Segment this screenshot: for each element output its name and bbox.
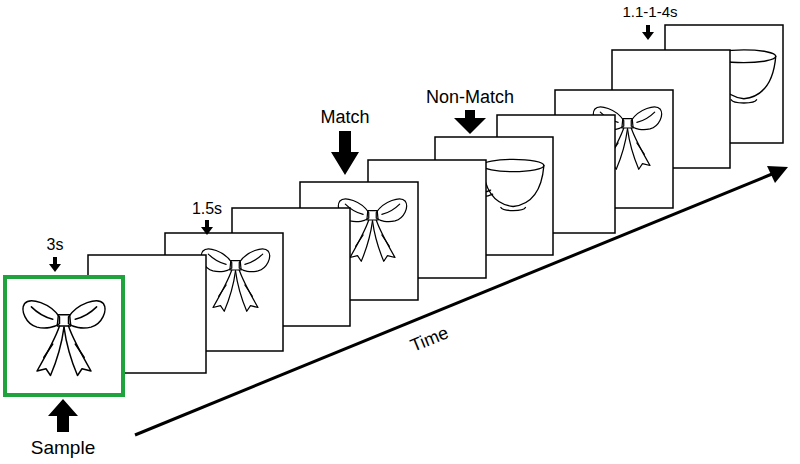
trial-label: Non-Match [426,88,514,108]
duration-label: 1.5s [192,200,222,218]
trial-label: Sample [31,438,95,459]
time-arrowhead [767,166,788,183]
duration-label: 1.1-1-4s [622,4,677,21]
trial-label: Match [320,108,369,128]
axis-label: Time [408,323,452,356]
duration-label: 3s [47,236,64,254]
pointer-arrows [48,25,654,432]
stimulus-frames [5,25,783,395]
